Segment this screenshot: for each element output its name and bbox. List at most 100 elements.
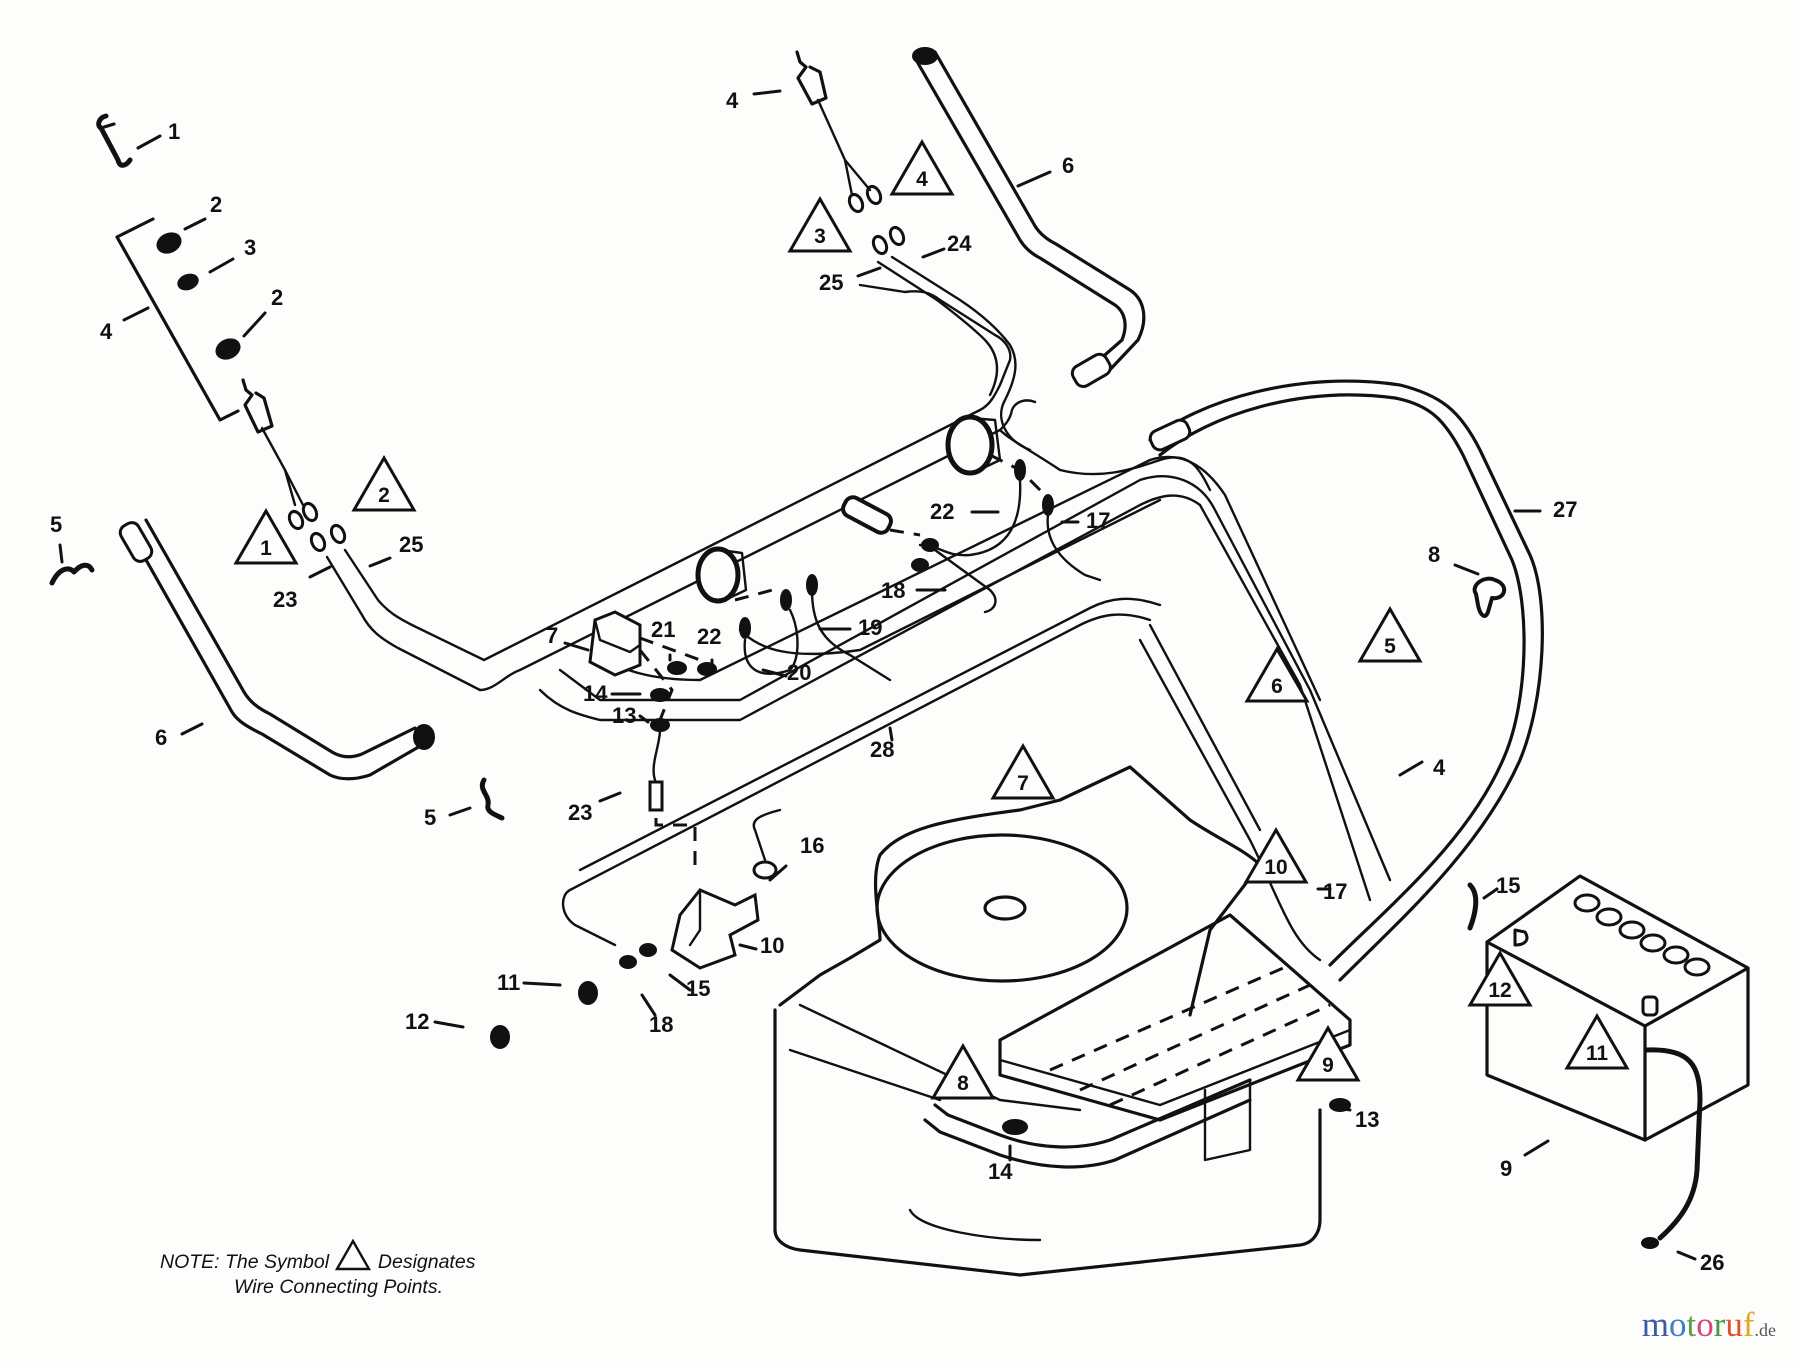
callout-12: 12 [405,1009,465,1034]
connection-point-number: 12 [1488,979,1511,1002]
connection-point-8: 8 [930,1042,996,1100]
leader-line [308,565,332,579]
callout-number: 16 [800,833,824,858]
leader-line [1398,760,1424,777]
leader-line [183,217,207,231]
leader-line [598,791,622,803]
connection-point-number: 7 [1017,772,1029,795]
connection-point-12: 12 [1467,949,1533,1007]
connection-point-6: 6 [1244,645,1310,703]
callout-17: 17 [1060,508,1110,533]
callout-4: 4 [100,306,150,344]
connection-point-number: 6 [1271,675,1283,698]
callout-number: 28 [870,737,894,762]
connection-point-number: 2 [378,484,390,507]
callout-7: 7 [546,623,590,652]
connection-point-1: 1 [233,507,299,565]
brand-wordmark: motoruf [1642,1305,1755,1344]
connection-point-4: 4 [889,138,955,196]
callout-number: 2 [271,285,283,310]
callout-number: 14 [988,1159,1013,1184]
callout-number: 22 [930,499,954,524]
callout-15: 15 [668,973,710,1001]
leader-line [752,89,782,96]
leader-line [1338,1106,1352,1112]
callout-number: 21 [651,617,675,642]
leader-line [1482,887,1499,900]
triangle-icon [1357,605,1423,663]
connection-point-9: 9 [1295,1024,1361,1082]
callout-17: 17 [1316,879,1347,904]
callout-number: 18 [649,1012,673,1037]
clip-part-5-left [49,562,95,586]
callout-23: 23 [273,565,332,612]
callout-24: 24 [921,231,972,259]
callout-27: 27 [1513,497,1577,522]
clip-part-8 [1472,576,1507,618]
leader-line [761,668,788,678]
nut-part-11 [578,981,598,1005]
battery-caps [1573,893,1711,977]
triangle-icon [889,138,955,196]
triangle-icon [1564,1012,1630,1070]
callout-number: 23 [568,800,592,825]
callout-15: 15 [1482,873,1520,900]
callout-1: 1 [136,119,180,150]
brand-letter: o [1696,1305,1714,1344]
battery-part-9 [1467,874,1750,1249]
triangle-icon [233,507,299,565]
callout-3: 3 [208,235,256,274]
solenoid-part-10 [619,808,782,970]
leader-line [738,943,758,951]
callout-number: 22 [697,624,721,649]
leader-line [522,981,562,987]
connection-point-number: 5 [1384,635,1396,658]
callout-number: 10 [760,933,784,958]
gauge-upper [918,414,1102,582]
callout-number: 20 [787,660,811,685]
callout-number: 13 [1355,1107,1379,1132]
connection-point-7: 7 [990,742,1056,800]
brand-suffix: .de [1754,1320,1777,1340]
leader-line [1676,1250,1697,1261]
triangle-icon [1243,826,1309,884]
engine [773,765,1352,1277]
leader-line [638,714,650,724]
callout-9: 9 [1500,1139,1550,1181]
brand-letter: t [1686,1305,1697,1344]
triangle-icon [1467,949,1533,1007]
callout-number: 19 [858,615,882,640]
callout-number: 15 [1496,873,1520,898]
leader-line [448,806,472,817]
callout-18: 18 [640,993,673,1037]
triangle-icon [990,742,1056,800]
callout-number: 5 [50,512,62,537]
leader-line [1453,563,1480,576]
connection-point-number: 8 [957,1072,969,1095]
callout-14: 14 [583,681,642,706]
leader-line [180,722,204,736]
leader-line [136,134,162,150]
clip-part-5-lower [479,777,505,821]
callout-number: 18 [881,578,905,603]
brand-letter: r [1713,1305,1726,1344]
leader-line [122,306,150,322]
callout-18: 18 [881,578,947,603]
callout-2: 2 [242,285,283,338]
leader-line [668,973,692,992]
callout-22: 22 [930,499,1000,524]
leader-line [1016,170,1052,188]
tube-part-6-left [118,518,435,781]
callout-number: 17 [1086,508,1110,533]
leader-line [921,247,946,259]
leader-line [242,311,267,338]
callout-5: 5 [424,805,472,830]
callout-5: 5 [50,512,64,564]
brand-letter: m [1641,1305,1669,1344]
connection-point-number: 3 [814,225,826,248]
callout-23: 23 [568,791,622,825]
cable-part-27 [1148,379,1544,982]
callout-8: 8 [1428,542,1480,576]
callout-number: 5 [424,805,436,830]
